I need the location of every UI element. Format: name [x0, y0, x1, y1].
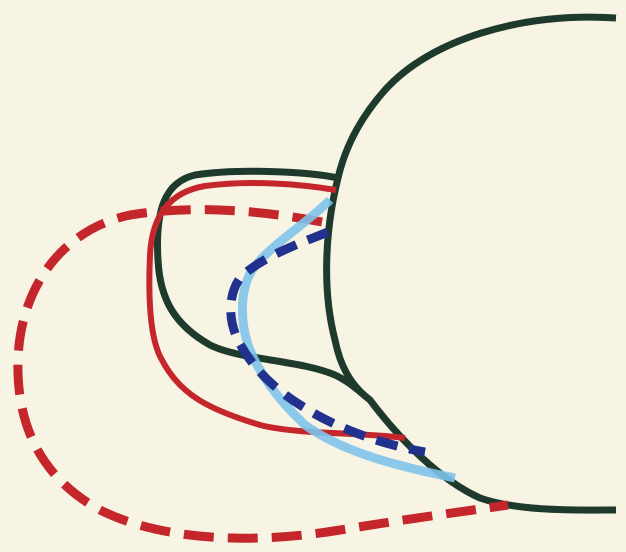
paper-background — [0, 0, 626, 552]
outline-diagram — [0, 0, 626, 552]
